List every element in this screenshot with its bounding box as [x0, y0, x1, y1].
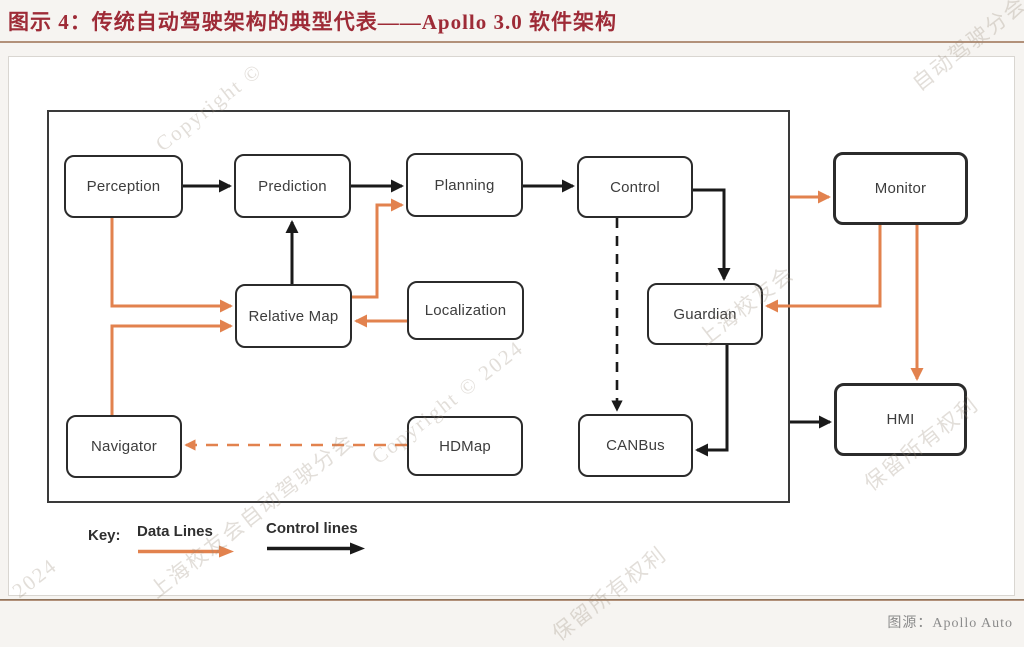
node-monitor: Monitor	[833, 152, 968, 225]
node-control: Control	[577, 156, 693, 218]
source-caption: 图源：Apollo Auto	[887, 616, 1013, 631]
legend-key-label: Key:	[88, 527, 121, 544]
node-localization: Localization	[407, 281, 524, 340]
legend-item-data-lines: Data Lines	[137, 523, 235, 558]
node-navigator: Navigator	[66, 415, 182, 478]
node-guardian: Guardian	[647, 283, 763, 345]
node-prediction: Prediction	[234, 154, 351, 218]
legend-item-control-lines: Control lines	[266, 520, 366, 555]
node-hdmap: HDMap	[407, 416, 523, 476]
control-line-arrow-icon	[267, 542, 365, 555]
node-canbus: CANBus	[578, 414, 693, 477]
node-relative-map: Relative Map	[235, 284, 352, 348]
bottom-divider	[0, 599, 1024, 601]
node-planning: Planning	[406, 153, 523, 217]
title-divider	[0, 41, 1024, 43]
figure-title: 图示 4：传统自动驾驶架构的典型代表——Apollo 3.0 软件架构	[8, 10, 618, 34]
node-hmi: HMI	[834, 383, 967, 456]
legend-data-lines-label: Data Lines	[137, 523, 213, 540]
data-line-arrow-icon	[138, 545, 234, 558]
legend-control-lines-label: Control lines	[266, 520, 358, 537]
node-perception: Perception	[64, 155, 183, 218]
